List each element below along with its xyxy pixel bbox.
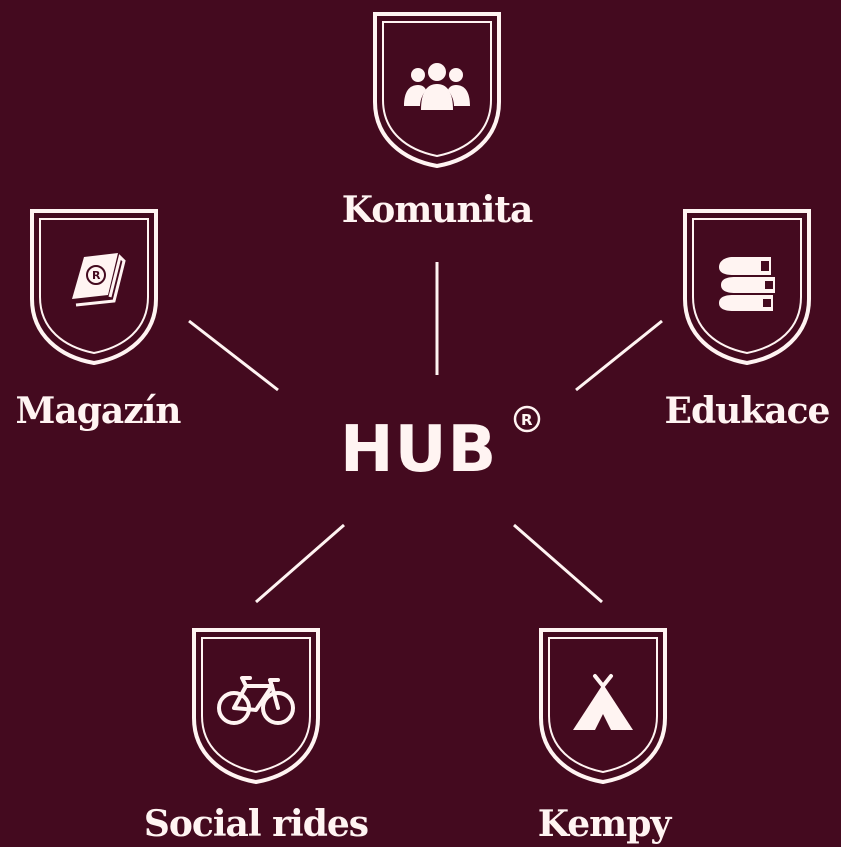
shield-kempy xyxy=(539,628,667,785)
magazine-icon: R xyxy=(72,253,126,307)
node-label-kempy: Kempy xyxy=(537,803,672,845)
node-label-social-rides: Social rides xyxy=(143,803,369,845)
svg-text:R: R xyxy=(92,269,101,282)
connector-edukace xyxy=(575,319,663,392)
node-label-edukace: Edukace xyxy=(664,390,831,432)
bicycle-icon xyxy=(217,676,295,725)
node-label-magazin: Magazín xyxy=(15,390,182,432)
hub-label: HUB xyxy=(340,413,498,487)
shield-social-rides xyxy=(192,628,320,785)
connector-kempy xyxy=(513,523,603,604)
node-label-komunita: Komunita xyxy=(341,189,534,231)
hub-center[interactable]: HUB R xyxy=(340,405,541,488)
connector-magazin xyxy=(188,319,279,392)
shield-edukace xyxy=(683,209,811,366)
shield-magazin: R xyxy=(30,209,158,366)
books-icon xyxy=(719,257,775,311)
tent-icon xyxy=(573,674,633,730)
shield-komunita xyxy=(373,12,501,169)
registered-icon: R xyxy=(513,405,541,433)
connector-social-rides xyxy=(255,523,345,604)
people-icon xyxy=(404,63,470,110)
svg-text:R: R xyxy=(521,411,533,429)
